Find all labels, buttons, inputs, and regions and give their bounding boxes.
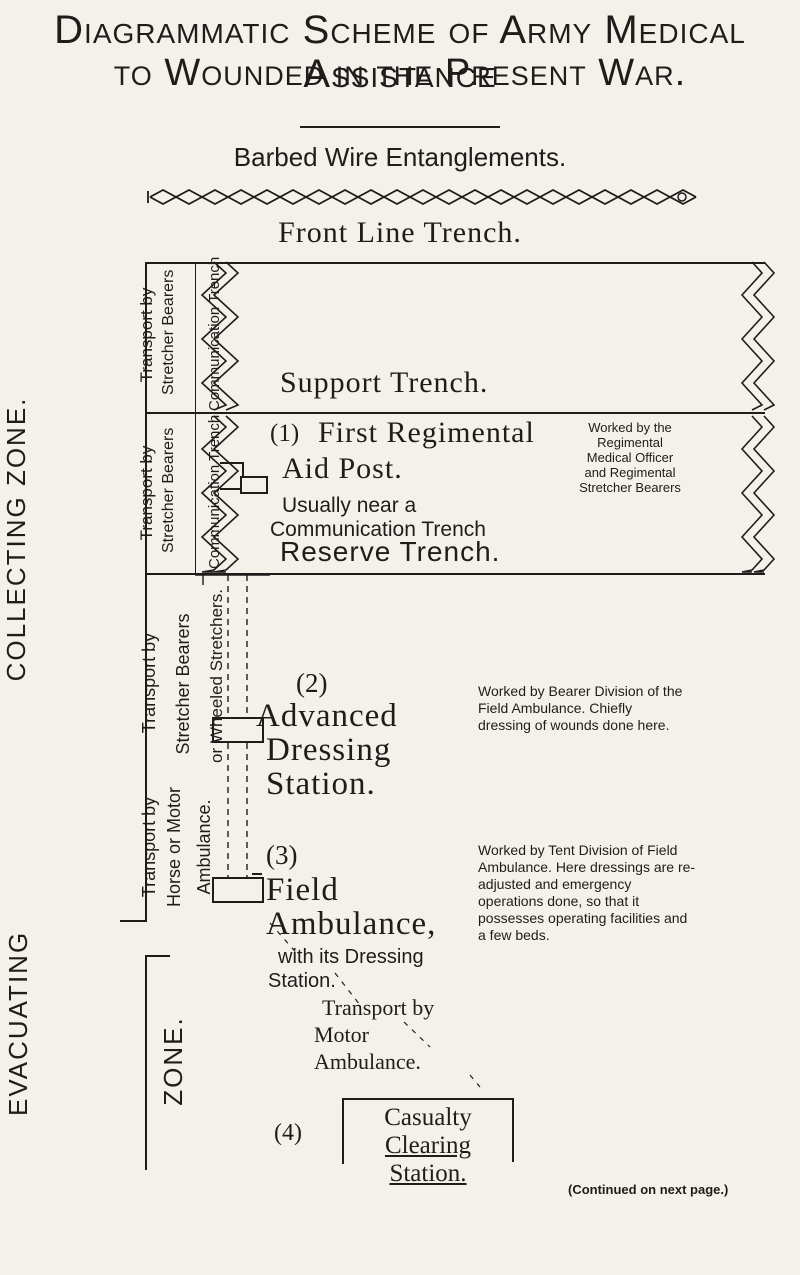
station-1-number: (1)	[270, 420, 300, 447]
front-line-trench-label: Front Line Trench.	[278, 216, 522, 249]
stretcher-bearers-label-2: Stretcher Bearers	[160, 427, 177, 553]
right-comm-trench-zigzag	[740, 415, 764, 573]
station-1-note-line: Medical Officer	[586, 450, 674, 465]
station-4-name-b: Clearing Station.	[384, 1132, 472, 1187]
station-1-note-line: Worked by the	[588, 420, 672, 435]
right-comm-trench-zigzag	[752, 261, 776, 411]
station-2-number: (2)	[296, 668, 328, 698]
frame-bottom-left	[120, 920, 147, 922]
station-2-name-b: Dressing	[266, 732, 392, 768]
transport-by-label-2: Transport by	[137, 445, 156, 541]
left-comm-trench-zigzag	[200, 261, 228, 411]
field-ambulance-tick	[252, 873, 262, 875]
transport-motor-a: Transport by	[322, 995, 435, 1020]
station-3-name-a: Field	[266, 872, 339, 908]
station-1-note-line: and Regimental	[584, 465, 676, 480]
left-comm-trench-zigzag	[200, 415, 228, 573]
evacuating-zone-word: ZONE.	[158, 1016, 188, 1106]
station-3-note: Worked by Tent Division of Field Ambulan…	[478, 842, 696, 943]
aid-post-box	[240, 476, 268, 494]
station-3-sub-b: Station.	[268, 970, 336, 992]
station-3-sub-a: with its Dressing	[278, 946, 424, 968]
title-line-1: Diagrammatic Scheme of Army Medical Assi…	[54, 8, 746, 96]
station-1-sub-a: Usually near a	[282, 494, 417, 517]
right-comm-trench-zigzag	[752, 415, 776, 573]
title-underline	[300, 126, 500, 128]
evac-top-line	[145, 955, 170, 957]
station-2-name-c: Station.	[266, 766, 376, 802]
transport-motor-c: Ambulance.	[314, 1049, 421, 1074]
barbed-wire-strand	[149, 195, 697, 206]
station-3-number: (3)	[266, 840, 298, 870]
field-ambulance-box	[212, 877, 264, 903]
transport-motor-b: Motor	[314, 1022, 369, 1047]
evac-left-line	[145, 955, 147, 1170]
transport-by-label-1: Transport by	[137, 287, 156, 383]
aid-post-branch-bottom	[220, 488, 242, 490]
station-1-name-a: First Regimental	[318, 416, 535, 449]
aid-post-branch-top-v	[242, 462, 244, 478]
casualty-box-top	[342, 1098, 512, 1100]
frame-top-line	[145, 262, 765, 264]
station-4-number: (4)	[274, 1120, 302, 1146]
sec2-divider	[195, 414, 196, 573]
support-trench-line	[145, 412, 765, 414]
stretcher-bearers-label-1: Stretcher Bearers	[160, 269, 177, 395]
frame-left-line	[145, 262, 147, 922]
station-1-sub-b: Communication Trench	[270, 518, 486, 541]
right-comm-trench-zigzag	[740, 261, 764, 411]
station-4-name-a: Casualty	[384, 1104, 472, 1131]
route-dashed-lines	[195, 575, 481, 1088]
aid-post-branch-top	[220, 462, 242, 464]
station-1-note-line: Regimental	[597, 435, 663, 450]
sec1-divider	[195, 264, 196, 412]
casualty-box-left	[342, 1098, 344, 1164]
reserve-trench-line	[145, 573, 765, 575]
title-line-2: to Wounded in the Present War.	[113, 52, 687, 94]
communication-trench-zigzags	[200, 261, 776, 573]
barbed-wire-graphic	[147, 188, 697, 206]
station-1-name-b: Aid Post.	[282, 452, 403, 485]
casualty-box-right	[512, 1098, 514, 1162]
station-1-note-line: Stretcher Bearers	[579, 480, 681, 495]
station-2-note: Worked by Bearer Division of the Field A…	[478, 683, 683, 733]
barbed-wire-strand	[149, 188, 697, 199]
advanced-dressing-station-box	[212, 717, 264, 743]
station-3-name-b: Ambulance,	[266, 906, 437, 942]
communication-trench-label-2: Communication Trench	[206, 414, 223, 569]
reserve-trench-label: Reserve Trench.	[280, 536, 501, 567]
support-trench-label: Support Trench.	[280, 366, 489, 399]
continued-note: (Continued on next page.)	[568, 1182, 729, 1197]
left-comm-trench-zigzag	[212, 415, 240, 573]
station-2-name-a: Advanced	[256, 698, 398, 734]
left-comm-trench-zigzag	[212, 261, 240, 411]
barbed-wire-label: Barbed Wire Entanglements.	[233, 142, 567, 172]
station-1-note: Worked by the Regimental Medical Officer…	[565, 420, 695, 495]
communication-trench-label-1: Communication Trench	[206, 256, 223, 411]
